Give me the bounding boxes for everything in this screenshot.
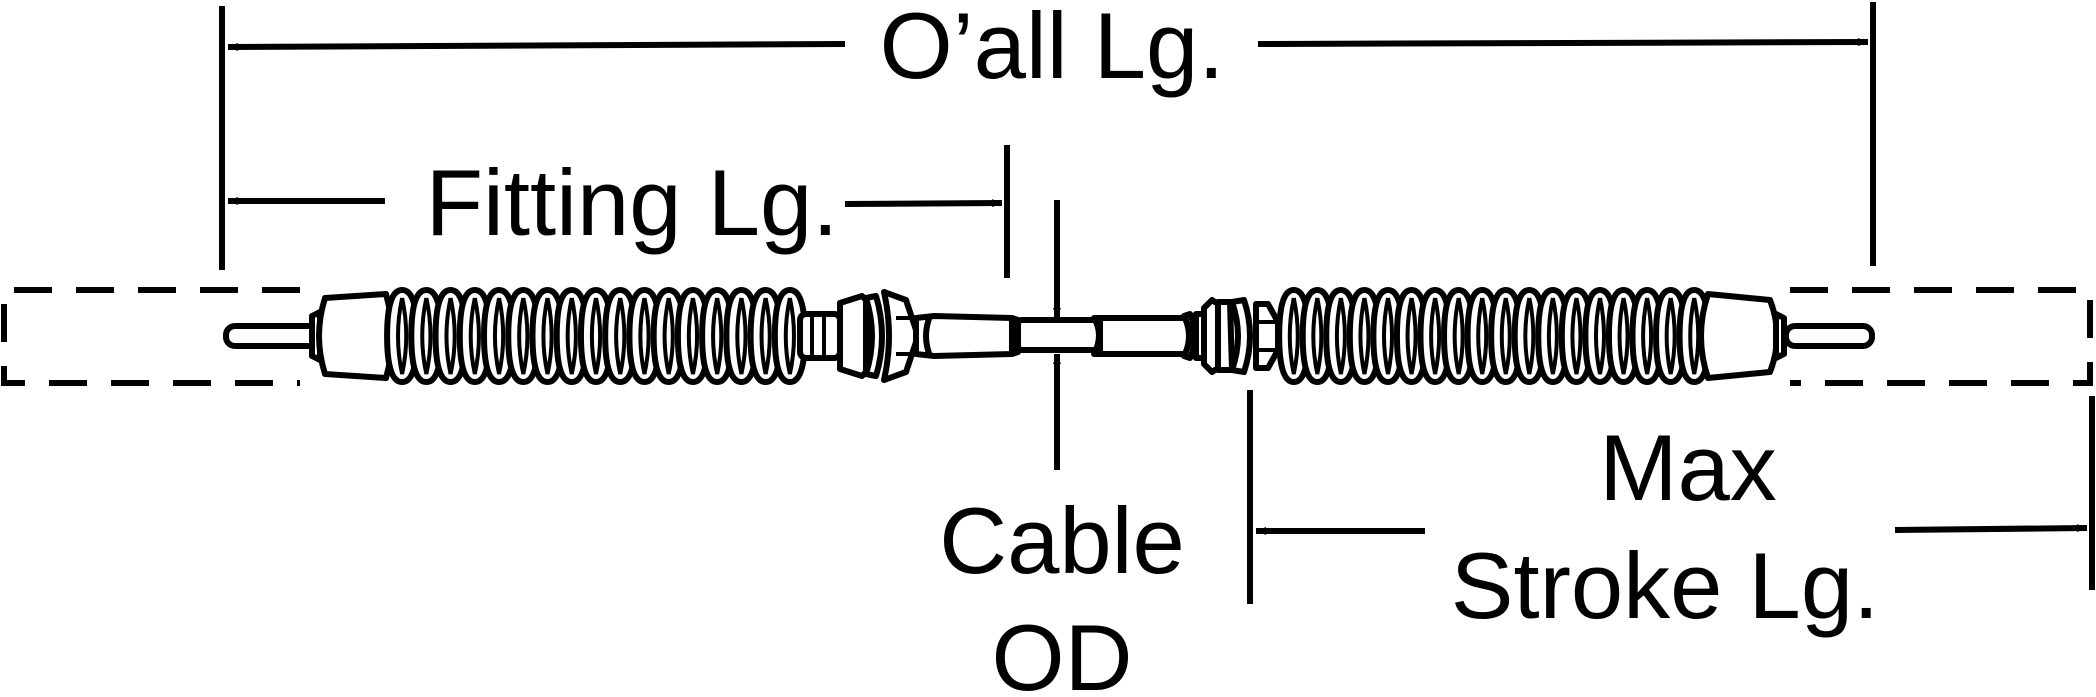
bellows-fold: [1382, 297, 1394, 375]
bellows-fold: [1641, 297, 1654, 375]
max-stroke-label-line2: Stroke Lg.: [1451, 533, 1879, 638]
overall-length-dimension: O’all Lg.: [227, 0, 1869, 98]
bellows-fold: [662, 297, 675, 375]
left-threaded-fitting: [797, 289, 1015, 383]
fitting-length-dimension: Fitting Lg.: [228, 150, 1003, 255]
fitting-length-label: Fitting Lg.: [426, 150, 839, 255]
left-end-fitting: [316, 291, 395, 381]
bellows-fold: [614, 297, 627, 375]
max-stroke-label-line1: Max: [1599, 415, 1777, 520]
dashed-envelope-left: [1, 287, 300, 386]
bellows-fold: [1546, 297, 1559, 375]
bellows-fold: [396, 297, 409, 375]
cable-od-label-line1: Cable: [939, 488, 1185, 593]
left-bellows-boot: [384, 287, 808, 385]
right-rod-end: [1783, 323, 1875, 349]
bellows-fold: [1617, 297, 1630, 375]
bellows-fold: [1688, 297, 1701, 375]
left-rod-end: [223, 323, 321, 349]
bellows-fold: [420, 297, 433, 375]
bellows-fold: [444, 297, 457, 375]
bellows-fold: [492, 297, 506, 375]
dashed-envelope-right: [1790, 287, 2093, 386]
bellows-fold: [1570, 297, 1583, 375]
cable-core: [1009, 315, 1203, 357]
bellows-fold: [1311, 297, 1324, 375]
overall-length-label: O’all Lg.: [880, 0, 1225, 98]
bellows-fold: [1358, 297, 1371, 375]
bellows-fold: [1523, 297, 1536, 375]
bellows-fold: [711, 297, 724, 375]
cable-od-label-line2: OD: [992, 605, 1133, 697]
right-bellows-boot: [1276, 287, 1712, 385]
bellows-fold: [1429, 297, 1442, 375]
bellows-fold: [1287, 297, 1300, 375]
bellows-fold: [1664, 297, 1677, 375]
bellows-fold: [1452, 297, 1465, 375]
bellows-fold: [589, 297, 603, 375]
bellows-fold: [517, 297, 530, 375]
cable-od-dimension: Cable OD: [939, 200, 1185, 697]
bellows-fold: [735, 297, 748, 375]
bellows-fold: [1334, 297, 1347, 375]
bellows-fold: [1499, 297, 1512, 375]
bellows-fold: [686, 297, 700, 375]
bellows-fold: [468, 297, 481, 375]
bellows-fold: [638, 297, 651, 375]
bellows-fold: [541, 297, 554, 375]
right-end-fitting: [1698, 291, 1780, 381]
cable-assembly: [223, 287, 1875, 385]
bellows-fold: [1405, 297, 1418, 375]
max-stroke-dimension: Max Stroke Lg.: [1256, 415, 2088, 638]
bellows-fold: [759, 297, 772, 375]
bellows-fold: [783, 297, 796, 375]
bellows-fold: [565, 297, 578, 375]
bellows-fold: [1594, 297, 1606, 375]
right-threaded-fitting: [1181, 297, 1281, 375]
bellows-fold: [1476, 297, 1489, 375]
